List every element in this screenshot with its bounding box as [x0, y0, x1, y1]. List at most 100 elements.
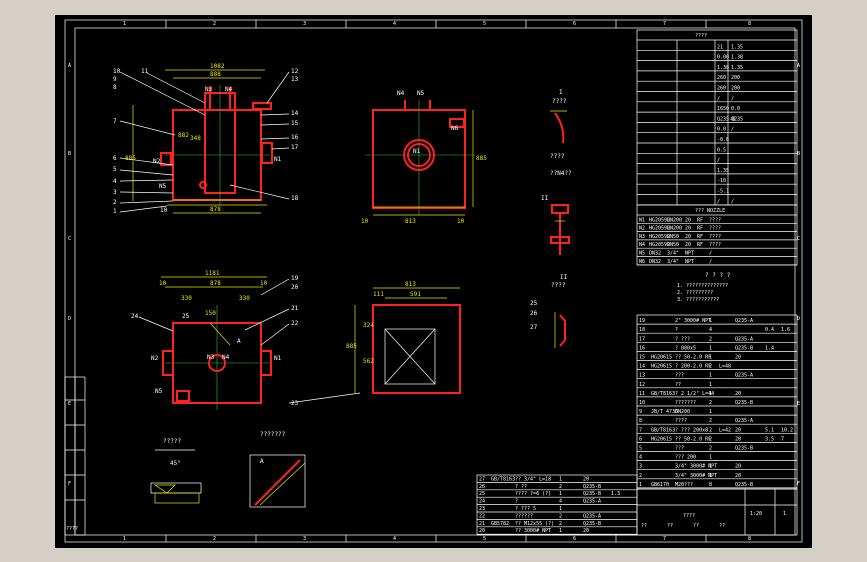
table-cell: /: [709, 259, 712, 265]
table-cell: 20: [735, 473, 741, 479]
table-cell: 2: [709, 427, 712, 433]
section-view[interactable]: 813 591 111 885 324 562: [346, 281, 461, 394]
table-cell: N4: [639, 242, 645, 248]
tb-label: ??: [719, 523, 725, 529]
zone-row: A: [797, 63, 800, 69]
table-cell: 2: [559, 513, 562, 519]
dim-plan-10b: 10: [260, 280, 268, 287]
table-cell: 200: [731, 86, 740, 92]
table-cell: Q235-B: [735, 345, 753, 351]
tb-label: ??: [641, 523, 647, 529]
detail-views[interactable]: I ???? ???? ??N4?? II II ???? 25 26 27: [530, 89, 572, 348]
table-row: -0.6: [637, 137, 797, 144]
callout-7: 7: [113, 118, 117, 125]
table-cell: Q235-A: [583, 499, 601, 505]
table-cell: 20: [685, 226, 691, 232]
callout-24: 24: [131, 313, 139, 320]
table-row: //: [637, 96, 797, 103]
callout-26: 26: [530, 310, 538, 317]
table-cell: ????: [675, 418, 687, 424]
table-cell: /: [717, 96, 720, 102]
table-cell: 20: [583, 528, 589, 534]
table-cell: 20: [685, 234, 691, 240]
table-cell: 1.35: [717, 168, 729, 174]
table-cell: /: [731, 96, 734, 102]
table-cell: ? ???: [675, 336, 690, 342]
detail-I-label-2: ????: [550, 153, 565, 160]
table-cell: 1: [559, 491, 562, 497]
table-cell: 15: [639, 355, 645, 361]
drawing-viewport[interactable]: 1 2 3 4 5 6 7 8 1 2 3 4 5 6 7 8 A B C D …: [55, 15, 812, 548]
table-cell: DN200: [667, 226, 682, 232]
table-cell: 2: [709, 364, 712, 370]
table-cell: ?: [515, 499, 518, 505]
table-cell: 0.4: [765, 327, 774, 333]
table-cell: HG20592: [649, 217, 670, 223]
dim-side-10b: 10: [457, 218, 465, 225]
table-cell: 10.2: [781, 427, 793, 433]
table-cell: L=42: [719, 427, 731, 433]
callout-25: 25: [530, 300, 538, 307]
table-cell: 260: [717, 86, 726, 92]
zone-columns-bottom: 1 2 3 4 5 6 7 8: [123, 536, 751, 542]
dim-side-885: 885: [476, 155, 487, 162]
table-cell: 20: [735, 391, 741, 397]
front-view[interactable]: 1082 888 878 885 882 348 N3 N4 N2 N1 N5 …: [113, 63, 299, 215]
detail-mid-label: ??N4??: [550, 170, 572, 177]
detail-II-mark-2: II: [560, 274, 568, 281]
scale: 1:20: [750, 511, 762, 517]
table-cell: RF: [697, 242, 703, 248]
callout-11: 11: [141, 68, 149, 75]
zone-col: 1: [123, 21, 126, 27]
callout-3: 3: [113, 189, 117, 196]
side-view[interactable]: N1 N4 N5 N6 813 885 10 10: [361, 90, 487, 225]
table-cell: 10: [639, 400, 645, 406]
zone-ticks: [165, 20, 707, 542]
table-cell: ?: [675, 327, 678, 333]
zone-columns-top: 1 2 3 4 5 6 7 8: [123, 21, 751, 27]
zone-col: 4: [393, 21, 396, 27]
table-cell: 2: [559, 484, 562, 490]
table-cell: 24: [479, 499, 485, 505]
callout-1: 1: [113, 208, 117, 215]
table-cell: 20: [685, 242, 691, 248]
table-cell: 0.0: [731, 106, 740, 112]
title-block[interactable]: ???? 1:20 1 ?? ?? ?? ??: [636, 488, 798, 536]
table-cell: 5.1: [765, 427, 774, 433]
cad-drawing[interactable]: 1 2 3 4 5 6 7 8 1 2 3 4 5 6 7 8 A B C D …: [55, 15, 812, 548]
table-cell: GB5782: [491, 521, 509, 527]
table-cell: 2: [709, 400, 712, 406]
revision-label: ????: [66, 526, 78, 532]
callout-25-plan: 25: [182, 313, 190, 320]
table-cell: JB/T 4736: [651, 409, 678, 415]
weld-details[interactable]: ????? 45° ??????? A: [150, 431, 306, 508]
table-cell: ?? M12x55 (?): [515, 521, 554, 527]
table-cell: 3.5: [765, 436, 774, 442]
label-n5: N5: [159, 183, 167, 190]
table-cell: Q235: [731, 116, 743, 122]
plan-view[interactable]: 1181 878 10 10 330 330 150 N2 N1 N3 N4 N…: [131, 270, 361, 410]
zone-row: A: [68, 63, 71, 69]
note-3: 3. ???????????: [677, 297, 719, 303]
label-side-n4: N4: [397, 90, 405, 97]
table-cell: 1: [559, 506, 562, 512]
detail-II-label: ????: [551, 282, 566, 289]
zone-col: 5: [483, 21, 486, 27]
table-cell: N2: [639, 226, 645, 232]
table-cell: 1: [559, 528, 562, 534]
table-cell: 14: [639, 364, 645, 370]
zone-row: F: [797, 481, 800, 487]
table-cell: ??? 200: [675, 455, 696, 461]
weld-right-label: ???????: [260, 431, 286, 438]
table-cell: GB/T8163: [491, 476, 515, 482]
table-cell: ???? ?=6 (?): [515, 491, 551, 497]
